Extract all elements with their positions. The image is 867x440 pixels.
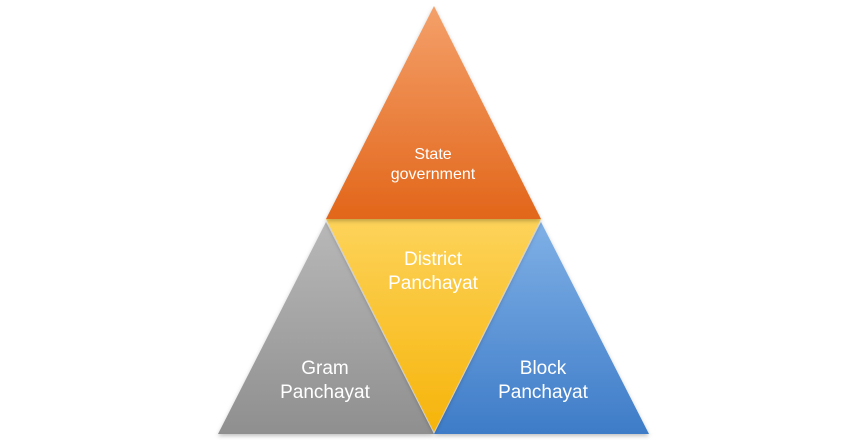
district-panchayat-triangle	[326, 219, 541, 432]
state-government-triangle	[326, 6, 541, 219]
gram-label-line-1: Gram	[301, 358, 349, 379]
district-label-line-2: Panchayat	[388, 272, 478, 294]
state-label-line-2: government	[390, 166, 476, 183]
state-label-line-1: State	[414, 146, 452, 163]
district-panchayat-label: District Panchayat	[370, 248, 496, 296]
district-label-line-1: District	[403, 249, 463, 270]
block-panchayat-label: Block Panchayat	[480, 357, 606, 405]
gram-panchayat-triangle	[218, 222, 434, 434]
block-label-line-1: Block	[519, 358, 567, 379]
block-label-line-2: Panchayat	[498, 381, 588, 403]
state-government-label: State government	[360, 145, 506, 185]
block-panchayat-triangle	[434, 222, 649, 434]
gram-panchayat-label: Gram Panchayat	[262, 357, 388, 405]
gram-label-line-2: Panchayat	[280, 381, 370, 403]
